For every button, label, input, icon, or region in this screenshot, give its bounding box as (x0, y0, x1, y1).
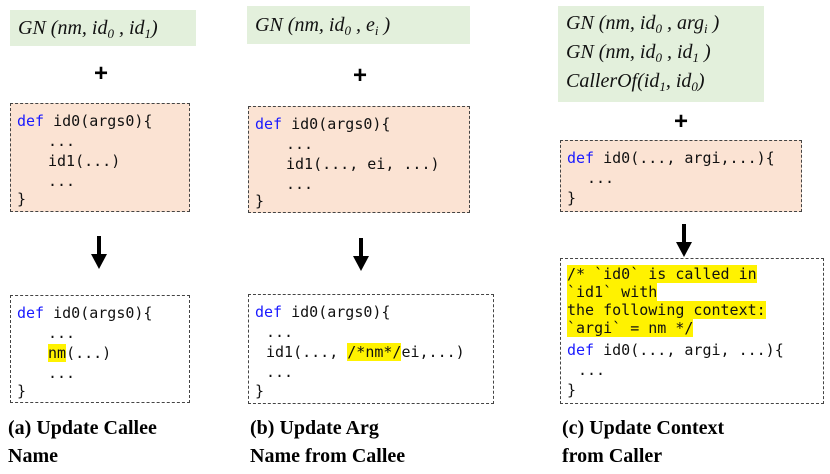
code-line: ... (48, 364, 76, 382)
gn-text-c-3: CallerOf(id1, id0) (566, 70, 705, 94)
code-box-after-a: def id0(args0){ ... nm(...) ... } (10, 295, 190, 403)
code-line: id1(..., /*nm*/ei,...) (266, 343, 465, 361)
code-line: id1(...) (48, 152, 121, 170)
code-line: nm(...) (48, 344, 112, 362)
code-line: ... (578, 361, 606, 379)
code-line: } (17, 382, 27, 400)
code-line: ... (266, 363, 294, 381)
code-line: ... (286, 135, 314, 153)
code-line: } (255, 382, 265, 400)
highlighted-comment-line: /* `id0` is called in (567, 265, 757, 283)
highlighted-comment-line: the following context: (567, 301, 766, 319)
plus-sign-b: + (353, 62, 368, 89)
gn-text-c-2: GN (nm, id0 , id1 ) (566, 41, 711, 65)
code-line: ... (587, 169, 615, 187)
highlighted-comment: /*nm*/ (347, 343, 402, 361)
caption-b: (b) Update Arg Name from Callee (250, 417, 406, 467)
code-box-before-a: def id0(args0){ ... id1(...) ... } (10, 103, 190, 212)
code-line: def id0(..., argi, ...){ (567, 341, 784, 359)
code-line: id1(..., ei, ...) (286, 155, 440, 173)
code-line: def id0(..., argi,...){ (567, 149, 775, 167)
code-line: ... (48, 324, 76, 342)
highlighted-comment-line: `id1` with (567, 283, 658, 301)
down-arrow-c (676, 224, 692, 257)
caption-a: (a) Update Callee Name (8, 417, 157, 467)
code-line: } (255, 192, 265, 210)
highlighted-comment-line: `argi` = nm */ (567, 319, 694, 337)
plus-sign-a: + (94, 60, 109, 87)
code-box-before-c: def id0(..., argi,...){ ... } (560, 140, 802, 212)
gn-text-c-1: GN (nm, id0 , argi ) (566, 12, 720, 36)
gn-text-a: GN (nm, id0 , id1) (18, 17, 158, 41)
down-arrow-b (353, 238, 369, 271)
code-box-after-c: /* `id0` is called in `id1` with the fol… (560, 258, 824, 404)
gn-box-c: GN (nm, id0 , argi ) GN (nm, id0 , id1 )… (558, 6, 764, 102)
plus-sign-c: + (674, 108, 689, 135)
code-line: } (567, 189, 577, 207)
code-line: def id0(args0){ (17, 304, 153, 322)
code-line: ... (48, 132, 76, 150)
code-line: } (567, 381, 577, 399)
gn-box-a: GN (nm, id0 , id1) (10, 10, 196, 46)
gn-box-b: GN (nm, id0 , ei ) (247, 6, 470, 44)
code-line: def id0(args0){ (255, 115, 391, 133)
code-line: def id0(args0){ (17, 112, 153, 130)
code-line: } (17, 190, 27, 208)
code-box-before-b: def id0(args0){ ... id1(..., ei, ...) ..… (248, 106, 470, 213)
code-line: def id0(args0){ (255, 303, 391, 321)
code-line: ... (266, 323, 294, 341)
gn-text-b: GN (nm, id0 , ei ) (255, 14, 391, 38)
caption-c: (c) Update Context from Caller (562, 417, 725, 467)
code-box-after-b: def id0(args0){ ... id1(..., /*nm*/ei,..… (248, 294, 494, 404)
code-line: ... (286, 175, 314, 193)
highlighted-name: nm (48, 344, 67, 362)
code-line: ... (48, 172, 76, 190)
down-arrow-a (91, 236, 107, 269)
